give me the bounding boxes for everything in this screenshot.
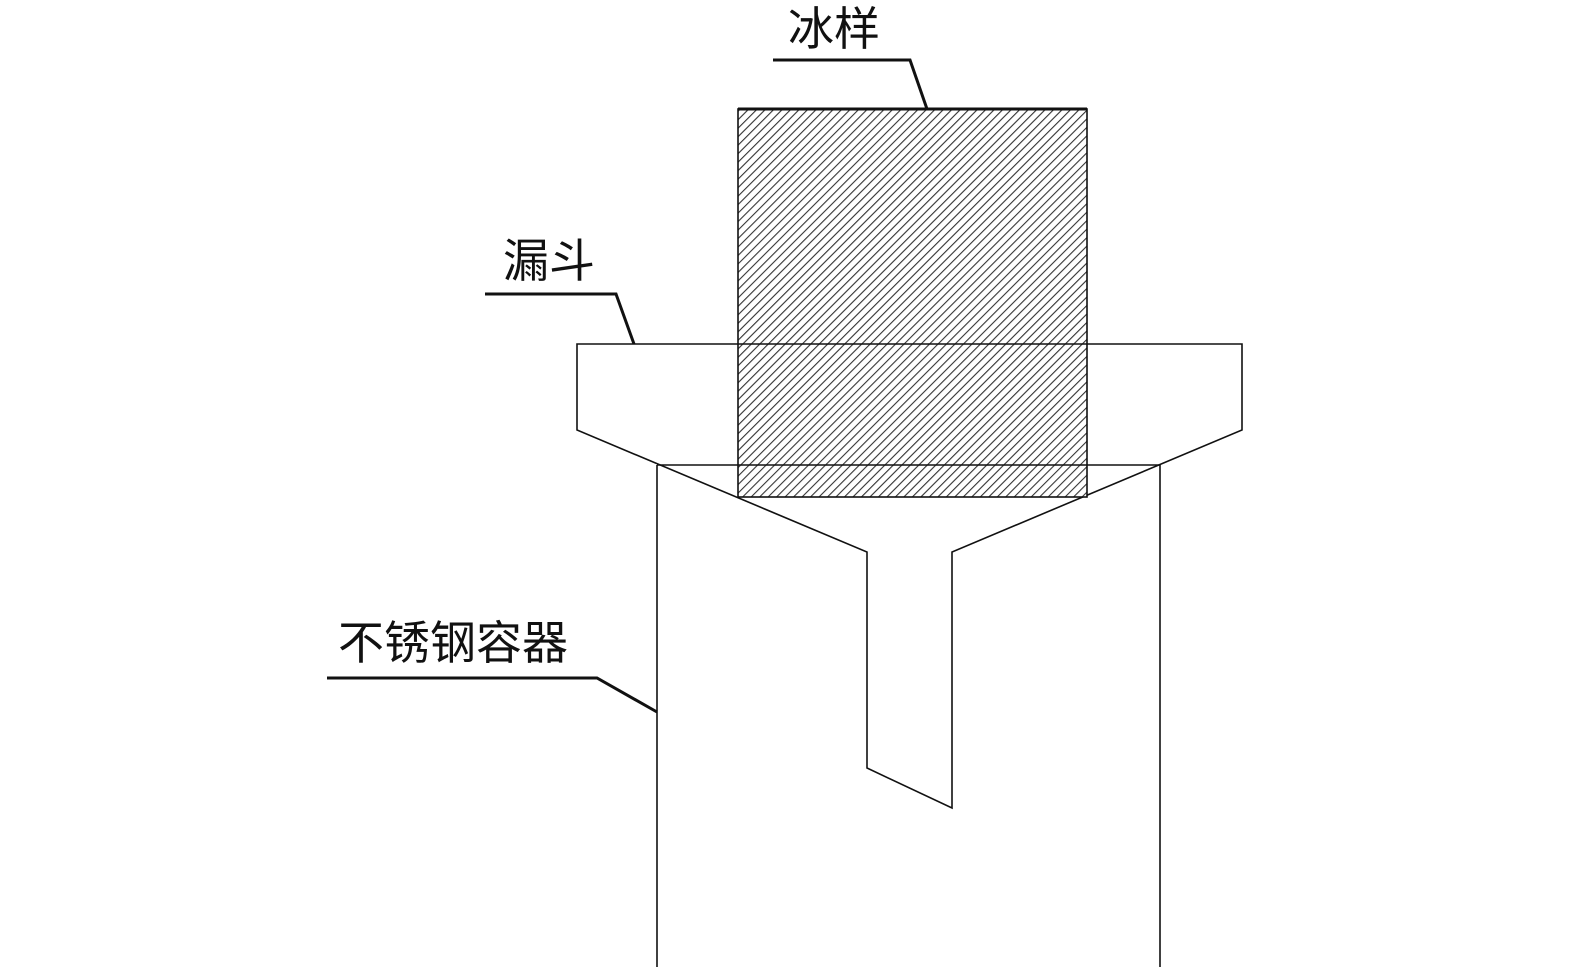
funnel bbox=[576, 343, 1243, 810]
stainless-steel-container-label: 不锈钢容器 bbox=[338, 616, 568, 670]
ice-sample-block bbox=[737, 108, 1088, 498]
funnel-label: 漏斗 bbox=[503, 234, 595, 288]
funnel-outline bbox=[576, 343, 1243, 810]
ice-sample bbox=[737, 107, 1088, 498]
ice-sample-label: 冰样 bbox=[788, 2, 880, 56]
stainless-steel-container bbox=[656, 464, 1161, 967]
funnel-leader-line bbox=[485, 292, 636, 345]
container-leader-line bbox=[327, 676, 658, 714]
ice-sample-leader-line bbox=[773, 58, 929, 110]
